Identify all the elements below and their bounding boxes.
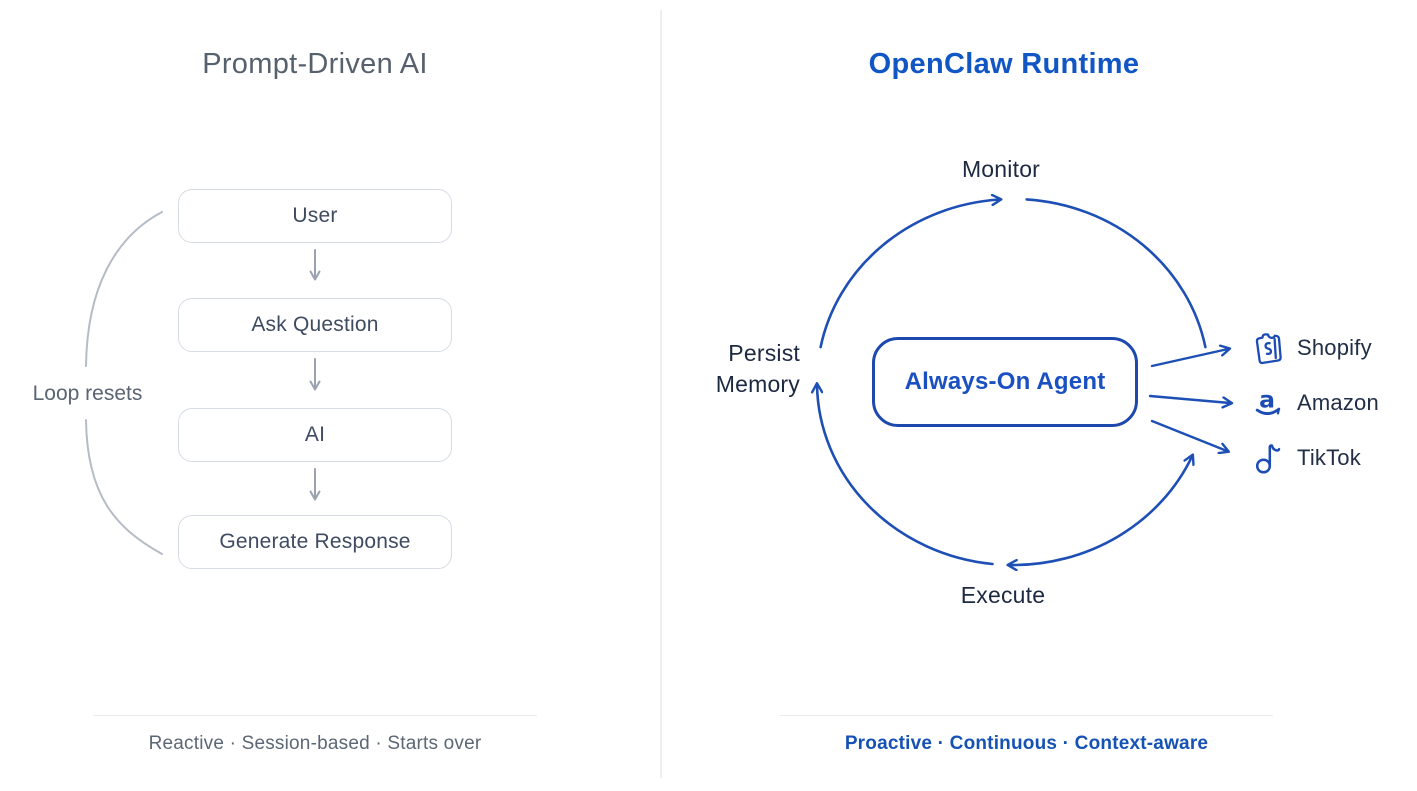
- right-panel-title: OpenClaw Runtime: [868, 48, 1140, 80]
- loop-bracket-upper: [85, 211, 163, 367]
- cycle-label-monitor: Monitor: [961, 156, 1041, 182]
- panel-divider: [660, 10, 662, 778]
- integration-label: Shopify: [1297, 334, 1372, 360]
- right-caption-rule: [780, 715, 1273, 716]
- cycle-arc-topright: [1025, 198, 1207, 349]
- cycle-arc-bottomright-execute: [1010, 456, 1192, 565]
- agent-to-amazon-arrow: [1148, 394, 1230, 403]
- integration-row-shopify: Shopify: [1252, 320, 1379, 375]
- persist-line: Persist: [728, 340, 800, 366]
- cycle-label-execute: Execute: [960, 582, 1046, 608]
- cycle-arc-topleft-monitor: [819, 200, 1000, 349]
- always-on-agent-box: Always-On Agent: [872, 337, 1138, 427]
- amazon-a-icon: a: [1252, 386, 1284, 420]
- flow-box-generate-response: Generate Response: [178, 515, 452, 569]
- agent-to-shopify-arrow: [1150, 349, 1228, 368]
- loop-resets-label: Loop resets: [32, 382, 143, 405]
- shopify-bag-icon: [1252, 331, 1284, 365]
- flow-box-ai: AI: [178, 408, 452, 462]
- memory-line: Memory: [715, 371, 800, 397]
- integration-row-amazon: a Amazon: [1252, 375, 1379, 430]
- integration-list: Shopify a Amazon TikTok: [1252, 320, 1379, 485]
- loop-bracket-lower: [85, 419, 163, 555]
- right-caption: Proactive · Continuous · Context-aware: [844, 733, 1209, 754]
- integration-label: Amazon: [1297, 389, 1379, 415]
- left-caption-rule: [93, 715, 537, 716]
- integration-label: TikTok: [1297, 444, 1361, 470]
- svg-text:a: a: [1259, 387, 1275, 414]
- integration-row-tiktok: TikTok: [1252, 430, 1379, 485]
- left-caption: Reactive · Session-based · Starts over: [148, 733, 482, 754]
- left-panel-title: Prompt-Driven AI: [202, 48, 428, 80]
- flow-box-ask-question: Ask Question: [178, 298, 452, 352]
- tiktok-note-icon: [1252, 441, 1284, 475]
- cycle-label-persist-memory: Persist Memory: [670, 338, 800, 400]
- agent-to-tiktok-arrow: [1150, 419, 1227, 451]
- cycle-arc-bottomleft-persist: [817, 385, 994, 566]
- flow-box-user: User: [178, 189, 452, 243]
